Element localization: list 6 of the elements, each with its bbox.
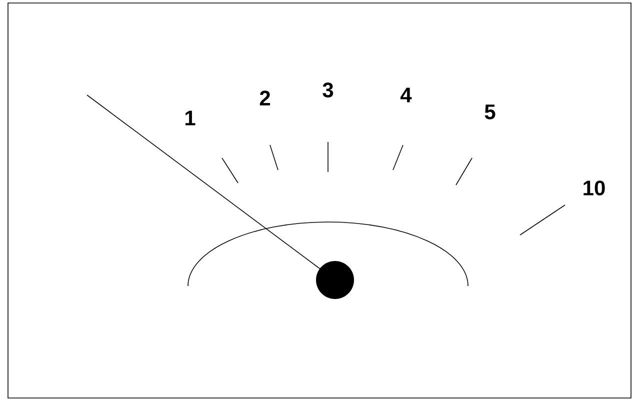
scale-number: 3 [322, 82, 334, 98]
scale-number: 10 [584, 180, 605, 196]
scale-number: 2 [260, 90, 270, 106]
scale-number: 4 [400, 88, 412, 102]
scale-number: 5 [484, 104, 496, 120]
scale-number: 1 [185, 110, 196, 126]
